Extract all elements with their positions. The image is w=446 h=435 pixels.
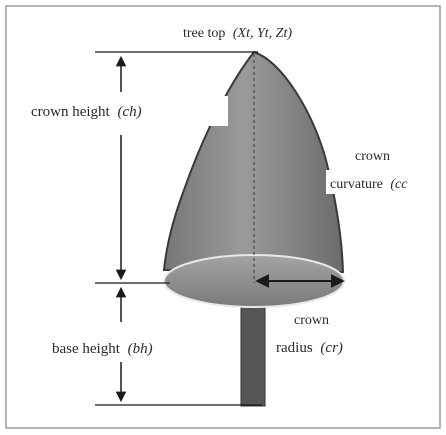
base-height-label-bg xyxy=(44,334,204,360)
tree-trunk xyxy=(240,299,266,407)
crown-height-label: crown height (ch) xyxy=(31,104,142,120)
crown-height-label-bg xyxy=(22,96,228,126)
crown-radius-label-line1: crown xyxy=(294,313,329,328)
crown-radius-label-line2: radius (cr) xyxy=(276,340,343,356)
crown-radius-label-bg xyxy=(270,310,356,358)
tree-top-label: tree top (Xt, Yt, Zt) xyxy=(183,26,292,41)
crown-curvature-label-line2: curvature (cc xyxy=(330,177,408,192)
base-height-label: base height (bh) xyxy=(52,341,153,357)
crown-curvature-label-line1: crown xyxy=(355,149,390,164)
crown-curvature-label-bg xyxy=(326,170,438,194)
